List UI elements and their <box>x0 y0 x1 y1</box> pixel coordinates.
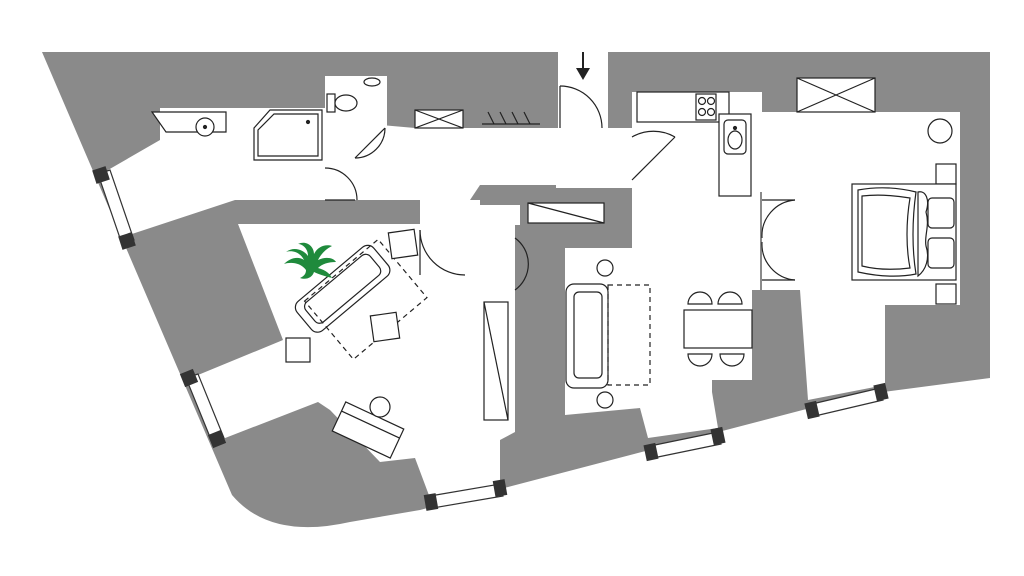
dining-chair-tl <box>687 291 713 305</box>
dining-chair-br <box>719 353 745 367</box>
window-living-left <box>179 368 227 449</box>
bedroom-furniture <box>796 77 957 305</box>
entrance-door <box>559 85 603 129</box>
desk <box>331 401 405 459</box>
desk-chair <box>369 396 391 418</box>
windows <box>92 166 889 511</box>
dining-chair-bl <box>687 353 713 367</box>
wc-toilet <box>326 77 381 113</box>
side-stool <box>285 337 311 363</box>
coffee-table-dashed <box>607 284 651 386</box>
living-door <box>419 229 466 276</box>
dining-chair-tr <box>717 291 743 305</box>
dining-pouf-bottom <box>596 391 614 409</box>
coat-rack <box>482 111 540 125</box>
wc-floor <box>325 76 387 158</box>
armchair-right <box>369 311 401 343</box>
double-bed <box>851 183 957 281</box>
hall-cabinet <box>414 109 464 129</box>
window-dining <box>643 426 726 462</box>
inner-hall-door <box>514 237 529 291</box>
inner-hall-floor <box>420 200 520 275</box>
entrance-vestibule-floor <box>556 128 638 188</box>
wc-door <box>354 127 386 159</box>
window-bedroom <box>804 382 889 420</box>
dining-table <box>683 309 753 349</box>
cooktop <box>695 93 717 121</box>
nightstand-bottom <box>935 283 957 305</box>
living-room-floor <box>198 224 515 498</box>
window-living-bottom <box>423 479 508 511</box>
bathroom-sink <box>150 111 227 137</box>
kitchen-fixtures <box>636 91 752 197</box>
living-sofa <box>294 244 391 333</box>
armchair-top <box>387 228 419 260</box>
dining-sofa <box>565 283 609 389</box>
down-arrow-icon <box>576 52 590 80</box>
bedroom-cabinet <box>796 77 876 113</box>
hall-storage <box>414 109 605 224</box>
kitchen-sink <box>723 119 747 155</box>
window-hall <box>92 166 136 250</box>
bathroom-fixtures <box>150 77 381 161</box>
potted-plant-icon <box>284 242 336 279</box>
dining-room-furniture <box>565 259 753 409</box>
bathroom-door <box>324 167 358 201</box>
kitchen-door <box>631 130 676 181</box>
hall-shelf <box>527 202 605 224</box>
doors <box>324 85 796 291</box>
tv-shelf <box>483 301 509 421</box>
bedroom-round-table <box>927 118 953 144</box>
shower-tray <box>253 109 323 161</box>
dining-pouf-top <box>596 259 614 277</box>
living-room-furniture <box>285 228 509 459</box>
bedroom-double-door <box>761 199 796 281</box>
nightstand-top <box>935 163 957 185</box>
dining-room-floor <box>565 180 760 438</box>
